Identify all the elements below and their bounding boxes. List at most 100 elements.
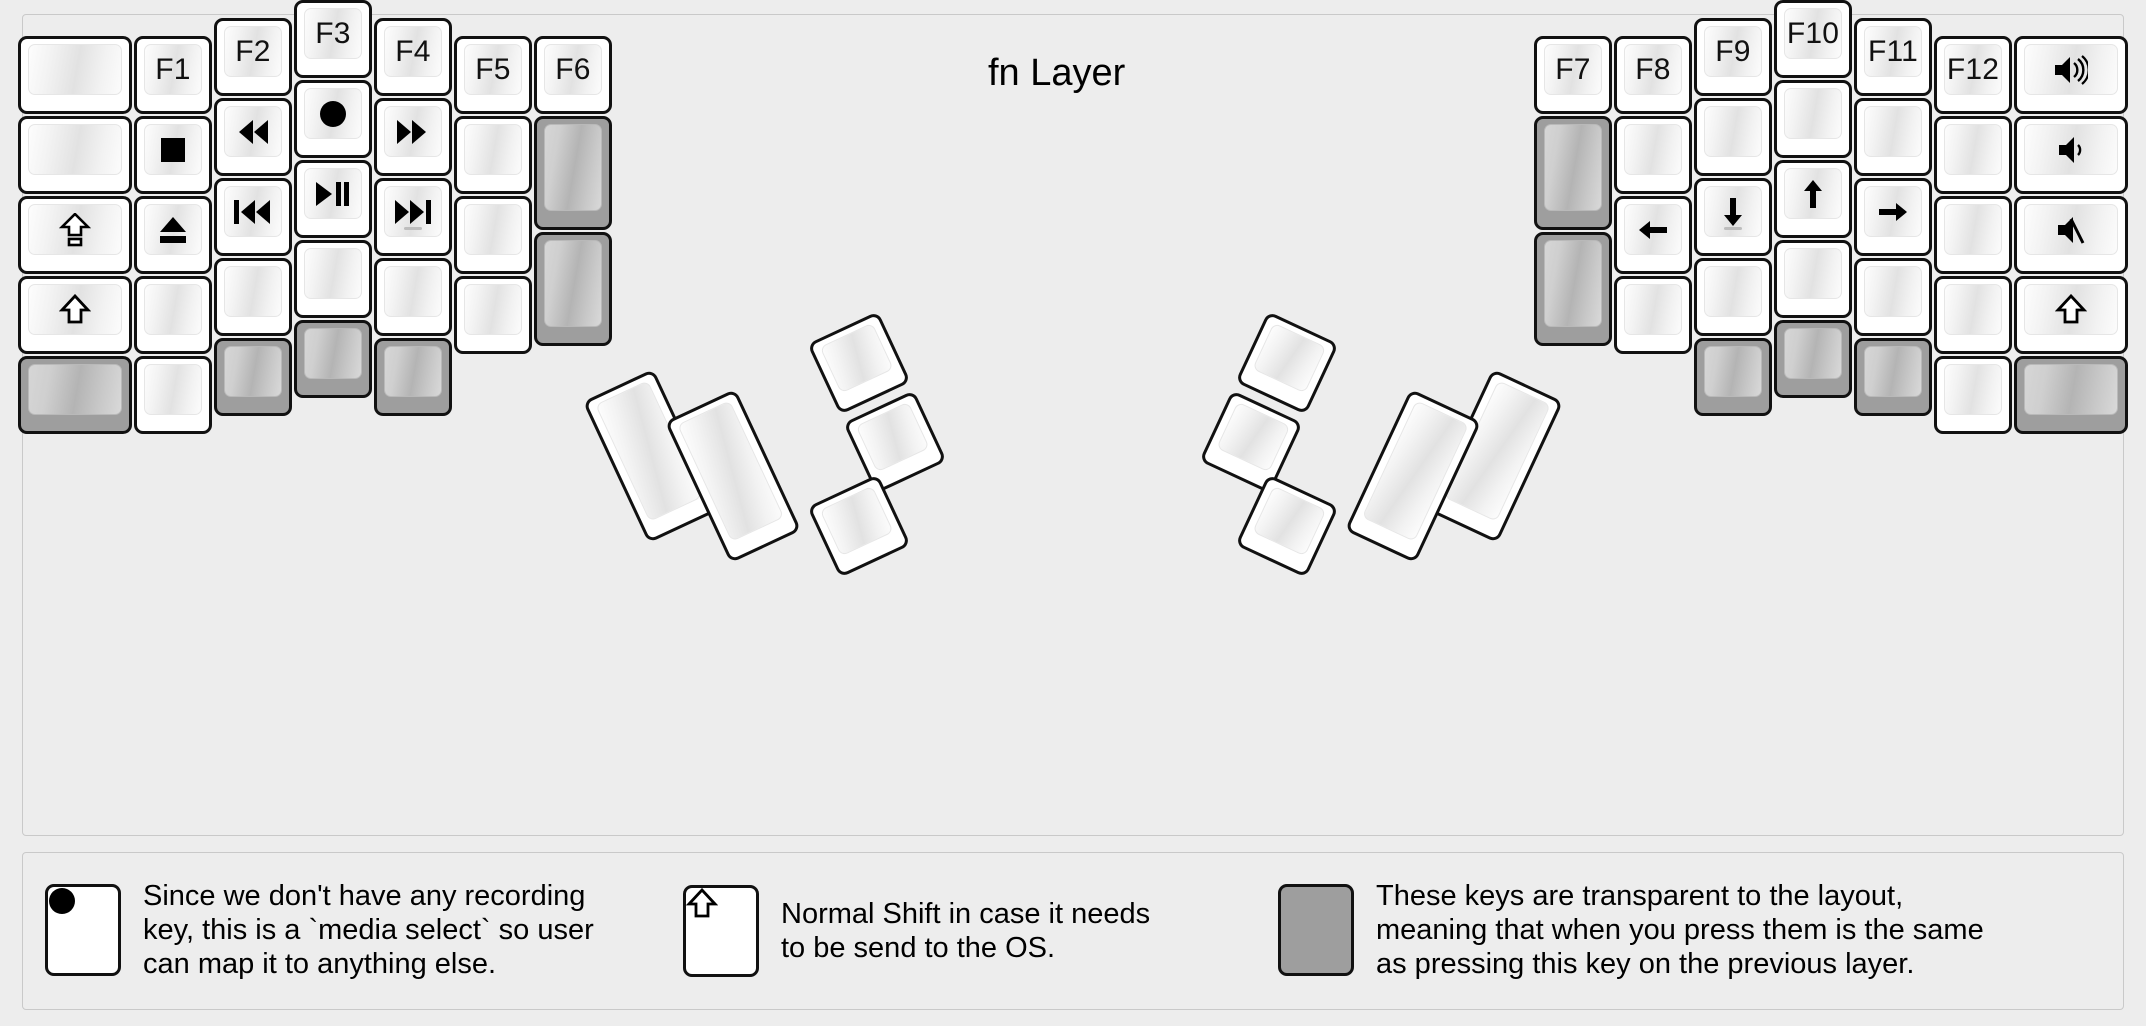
key-f1-col-pinky-0[interactable]: F1 [134, 36, 212, 114]
key-blank-col-inner-1-2[interactable] [454, 196, 532, 274]
key-arrow-left-col-r-inner-1-2[interactable] [1614, 196, 1692, 274]
media-stop-icon [159, 136, 187, 164]
key-blank-col-r-pinky-1[interactable] [1934, 116, 2012, 194]
keycap-face [1944, 284, 2002, 335]
keycap-face [1784, 328, 1842, 379]
key-transparent-col-middle-4[interactable] [294, 320, 372, 398]
key-media-fast-forward-col-index-1[interactable] [374, 98, 452, 176]
key-f5-col-inner-1-0[interactable]: F5 [454, 36, 532, 114]
key-blank-col-r-pinky-4[interactable] [1934, 356, 2012, 434]
keycap-face: F6 [544, 44, 602, 95]
key-blank-col-inner-1-3[interactable] [454, 276, 532, 354]
legend-shift-key-swatch [683, 885, 759, 977]
keycap-face [304, 168, 362, 219]
key-media-record-col-middle-1[interactable] [294, 80, 372, 158]
legend-shift-key: Normal Shift in case it needs to be send… [683, 885, 1150, 977]
media-previous-icon [233, 199, 273, 225]
key-f9-col-r-index-0[interactable]: F9 [1694, 18, 1772, 96]
keycap-face [1216, 401, 1291, 473]
key-f4-col-index-0[interactable]: F4 [374, 18, 452, 96]
key-transparent-col-r-index-4[interactable] [1694, 338, 1772, 416]
key-blank-col-r-ring-3[interactable] [1854, 258, 1932, 336]
keycap-face [685, 887, 756, 924]
key-media-previous-col-ring-2[interactable] [214, 178, 292, 256]
keycap-face [819, 485, 894, 557]
legend-record-key-description: Since we don't have any recording key, t… [143, 880, 594, 981]
key-blank-col-r-index-1[interactable] [1694, 98, 1772, 176]
key-blank-col-outer-left-0[interactable] [18, 36, 132, 114]
key-arrow-down-col-r-index-2[interactable] [1694, 178, 1772, 256]
key-shift-col-outer-left-3[interactable] [18, 276, 132, 354]
key-transparent-col-r-middle-4[interactable] [1774, 320, 1852, 398]
key-blank-col-pinky-3[interactable] [134, 276, 212, 354]
key-caps-lock-col-outer-left-2[interactable] [18, 196, 132, 274]
shift-icon [2055, 294, 2087, 325]
key-media-next-col-index-2[interactable] [374, 178, 452, 256]
key-media-rewind-col-ring-1[interactable] [214, 98, 292, 176]
keycap-face [28, 204, 122, 255]
keycap-face [304, 248, 362, 299]
key-blank-col-r-middle-3[interactable] [1774, 240, 1852, 318]
keycap-face [1944, 364, 2002, 415]
key-transparent-col-index-4[interactable] [374, 338, 452, 416]
keycap-face: F2 [224, 26, 282, 77]
key-blank-col-middle-3[interactable] [294, 240, 372, 318]
key-label: F9 [1715, 34, 1751, 68]
key-blank-col-r-index-3[interactable] [1694, 258, 1772, 336]
media-fast-forward-icon [395, 119, 431, 145]
key-blank-col-r-pinky-2[interactable] [1934, 196, 2012, 274]
key-eject-col-pinky-2[interactable] [134, 196, 212, 274]
key-transparent-col-r-inner-2-2[interactable] [1534, 232, 1612, 346]
key-transparent-col-inner-2-1[interactable] [534, 116, 612, 230]
key-blank-col-r-pinky-3[interactable] [1934, 276, 2012, 354]
key-blank-col-index-3[interactable] [374, 258, 452, 336]
key-volume-up-col-r-outer-0[interactable] [2014, 36, 2128, 114]
key-transparent-col-r-inner-2-1[interactable] [1534, 116, 1612, 230]
arrow-left-icon [1637, 216, 1669, 244]
key-transparent-col-r-outer-4[interactable] [2014, 356, 2128, 434]
key-blank-col-outer-left-1[interactable] [18, 116, 132, 194]
key-transparent-col-inner-2-2[interactable] [534, 232, 612, 346]
key-label: F11 [1867, 34, 1919, 68]
keycap-face: F8 [1624, 44, 1682, 95]
key-blank-col-r-inner-1-3[interactable] [1614, 276, 1692, 354]
legend-record-key-swatch [45, 884, 121, 977]
keycap-face [1864, 266, 1922, 317]
keycap-face [144, 204, 202, 255]
key-f7-col-r-inner-2-0[interactable]: F7 [1534, 36, 1612, 114]
keycap-face [464, 284, 522, 335]
key-volume-down-col-r-outer-1[interactable] [2014, 116, 2128, 194]
keycap-face [28, 124, 122, 175]
key-blank-col-r-middle-1[interactable] [1774, 80, 1852, 158]
shift-icon [59, 294, 91, 325]
keycap-face [224, 346, 282, 397]
key-media-play-pause-col-middle-2[interactable] [294, 160, 372, 238]
key-f11-col-r-ring-0[interactable]: F11 [1854, 18, 1932, 96]
keycap-face [1704, 346, 1762, 397]
keycap-face [1544, 240, 1602, 327]
key-shift-col-r-outer-3[interactable] [2014, 276, 2128, 354]
key-arrow-up-col-r-middle-2[interactable] [1774, 160, 1852, 238]
key-transparent-col-ring-4[interactable] [214, 338, 292, 416]
keycap-face [384, 106, 442, 157]
key-media-stop-col-pinky-1[interactable] [134, 116, 212, 194]
key-blank-col-inner-1-1[interactable] [454, 116, 532, 194]
key-f10-col-r-middle-0[interactable]: F10 [1774, 0, 1852, 78]
keycap-face [2024, 124, 2118, 175]
key-f12-col-r-pinky-0[interactable]: F12 [1934, 36, 2012, 114]
key-f6-col-inner-2-0[interactable]: F6 [534, 36, 612, 114]
key-blank-col-pinky-4[interactable] [134, 356, 212, 434]
key-label: F1 [155, 52, 191, 86]
key-volume-mute-col-r-outer-2[interactable] [2014, 196, 2128, 274]
key-f3-col-middle-0[interactable]: F3 [294, 0, 372, 78]
key-blank-col-r-inner-1-1[interactable] [1614, 116, 1692, 194]
key-f2-col-ring-0[interactable]: F2 [214, 18, 292, 96]
keycap-face [2024, 364, 2118, 415]
key-transparent-col-r-ring-4[interactable] [1854, 338, 1932, 416]
homing-bump-marker [404, 227, 422, 230]
key-transparent-col-outer-left-4[interactable] [18, 356, 132, 434]
key-blank-col-ring-3[interactable] [214, 258, 292, 336]
key-arrow-right-col-r-ring-2[interactable] [1854, 178, 1932, 256]
key-f8-col-r-inner-1-0[interactable]: F8 [1614, 36, 1692, 114]
key-blank-col-r-ring-1[interactable] [1854, 98, 1932, 176]
